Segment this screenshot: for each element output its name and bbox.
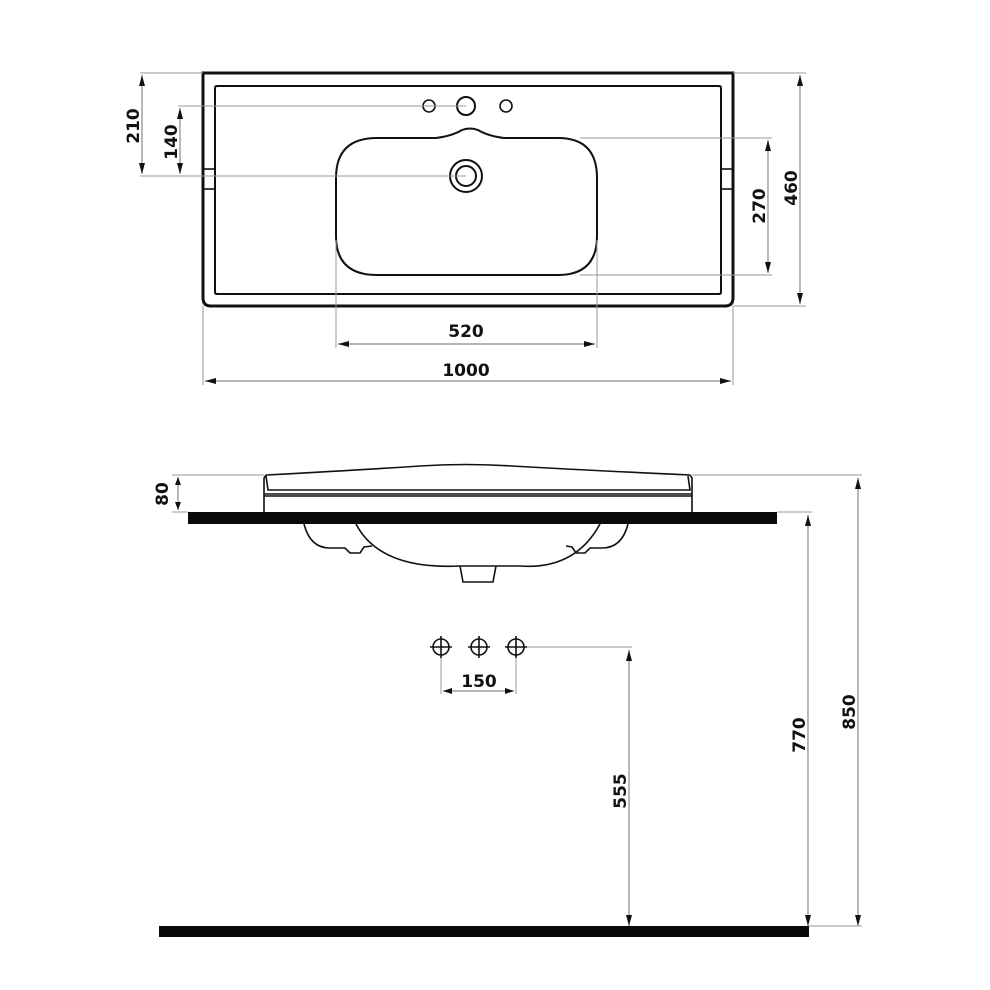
tap-connection-right: [505, 636, 527, 658]
dim-label-1000: 1000: [442, 361, 489, 381]
dim-label-555: 555: [611, 773, 631, 809]
dim-label-80: 80: [153, 482, 173, 506]
tap-hole-right: [499, 99, 513, 113]
bowl-outline: [335, 127, 598, 276]
right-side-notch: [720, 168, 734, 190]
tap-connection-left: [430, 636, 452, 658]
dim-label-270: 270: [750, 188, 770, 224]
dim-label-150: 150: [461, 672, 497, 692]
dim-label-210: 210: [124, 108, 144, 144]
dim-label-520: 520: [448, 322, 484, 342]
dim-label-140: 140: [162, 124, 182, 160]
tap-connection-center: [468, 636, 490, 658]
dim-label-770: 770: [790, 717, 810, 753]
basin-outer-outline: [201, 71, 735, 308]
floor-line: [159, 926, 809, 937]
under-bowl-profile: [355, 523, 601, 568]
top-view: 210 140 270 460 520 1000: [124, 71, 806, 385]
side-view: 80 150 555 770: [153, 463, 862, 937]
basin-inner-rim: [214, 85, 722, 295]
dim-label-850: 850: [840, 694, 860, 730]
countertop-slab: [188, 512, 777, 524]
dim-label-460: 460: [782, 170, 802, 206]
left-side-notch: [202, 168, 216, 190]
basin-rim-profile: [265, 463, 691, 476]
